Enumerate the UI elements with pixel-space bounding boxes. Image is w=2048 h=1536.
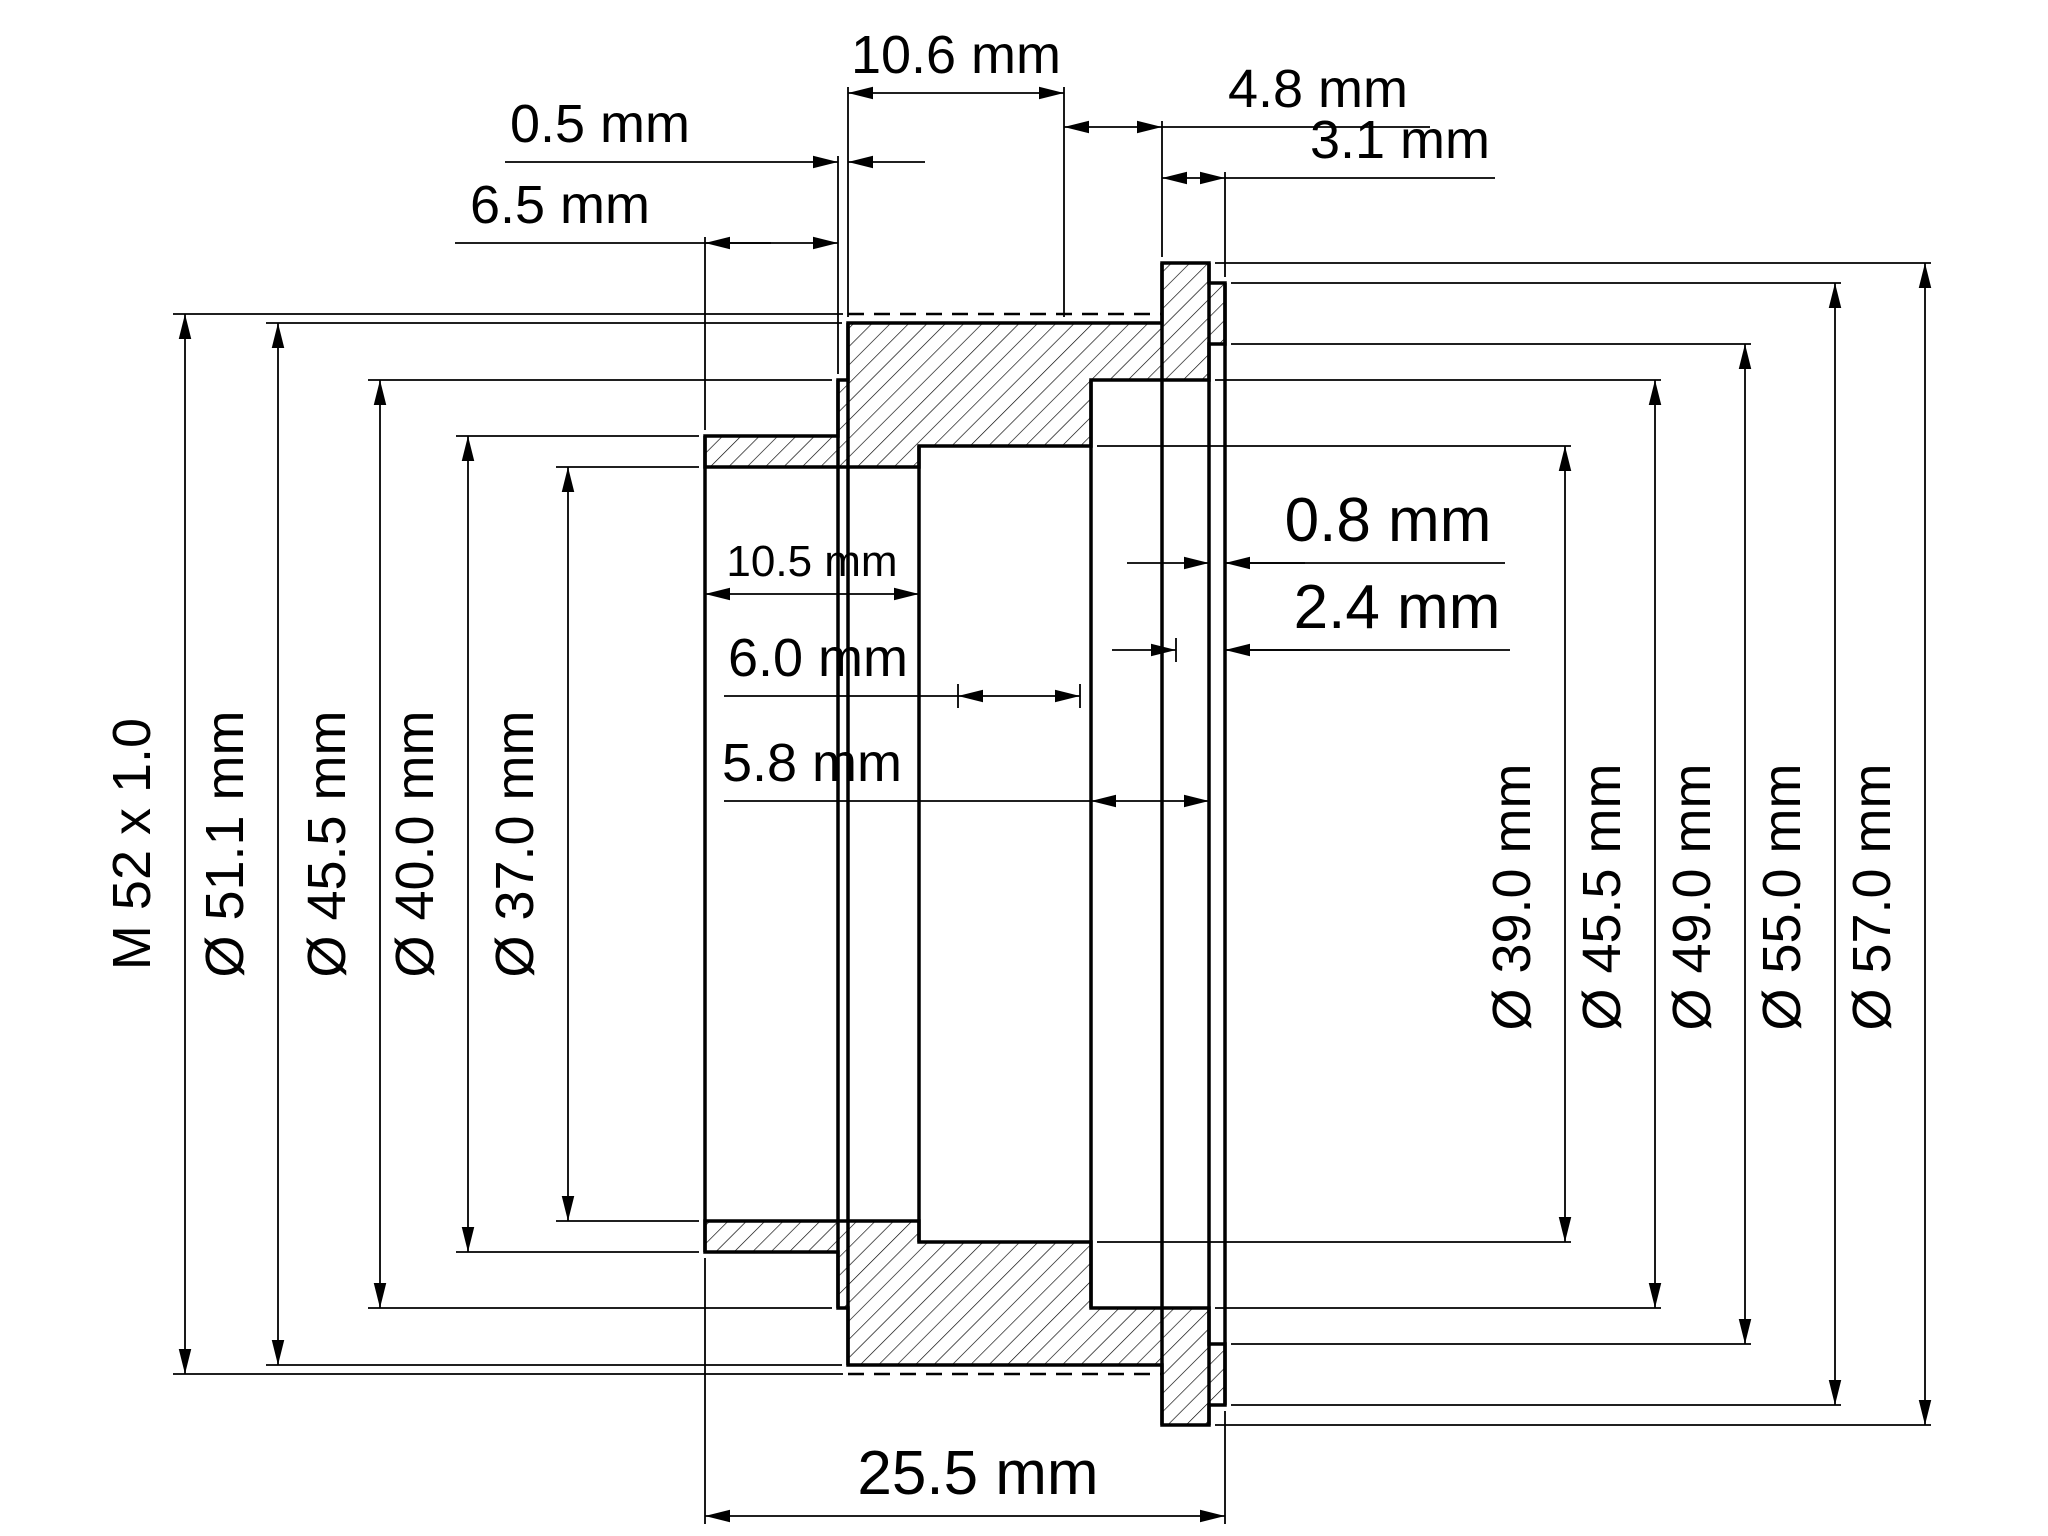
dim-label-thread-length: 10.6 mm: [851, 25, 1061, 85]
dim-label-relief-length: 4.8 mm: [1228, 59, 1408, 119]
dimension-inner-bore: Ø 39.0 mm: [1097, 445, 1572, 1243]
dimension-overall-length: 25.5 mm: [704, 1258, 1226, 1524]
part-section-lower: [703, 1219, 1227, 1427]
dim-label-lip-thickness: 0.8 mm: [1285, 486, 1492, 555]
dim-label-front-od: Ø 40.0 mm: [385, 710, 445, 977]
dimension-step-width: 0.5 mm: [505, 87, 925, 317]
dim-label-seat-depth: 6.0 mm: [728, 628, 908, 688]
dimension-counterbore-depth: 2.4 mm: [1112, 573, 1510, 662]
dim-label-flange-od: Ø 57.0 mm: [1842, 763, 1902, 1030]
dim-label-inner-bore: Ø 39.0 mm: [1482, 763, 1542, 1030]
dimension-recess-bore: Ø 45.5 mm: [1215, 379, 1662, 1309]
dimension-relief-length: 4.8 mm: [1064, 59, 1430, 257]
dim-label-step-od: Ø 45.5 mm: [297, 710, 357, 977]
dimension-thread-spec: M 52 x 1.0: [102, 313, 843, 1375]
dimension-front-od: Ø 40.0 mm: [385, 435, 699, 1253]
dimension-counterbore: Ø 49.0 mm: [1231, 343, 1752, 1345]
dimension-front-bore: Ø 37.0 mm: [485, 466, 699, 1222]
part-section-upper: [703, 261, 1227, 469]
dim-label-lip-od: Ø 55.0 mm: [1752, 763, 1812, 1030]
dim-label-thread-minor: Ø 51.1 mm: [195, 710, 255, 977]
dim-label-counterbore-depth: 2.4 mm: [1294, 573, 1501, 642]
dim-label-thread-spec: M 52 x 1.0: [102, 718, 162, 970]
dim-label-bore-depth: 10.5 mm: [726, 537, 897, 586]
dimension-flange-od: Ø 57.0 mm: [1215, 262, 1932, 1426]
dimension-lip-thickness: 0.8 mm: [1127, 486, 1505, 570]
dimension-bore-depth: 10.5 mm: [705, 537, 919, 601]
part-cross-section: [703, 261, 1227, 1427]
dim-label-step-width: 0.5 mm: [510, 94, 690, 154]
dimension-recess-depth: 5.8 mm: [722, 733, 1209, 808]
dimension-seat-depth: 6.0 mm: [724, 628, 1081, 708]
dim-label-recess-bore: Ø 45.5 mm: [1572, 763, 1632, 1030]
dimension-lip-od: Ø 55.0 mm: [1231, 282, 1842, 1406]
dimension-front-length: 6.5 mm: [455, 156, 839, 430]
dim-label-flange-thickness: 3.1 mm: [1310, 110, 1490, 170]
dimension-thread-length: 10.6 mm: [848, 25, 1065, 317]
dim-label-overall-length: 25.5 mm: [857, 1439, 1098, 1508]
dim-label-front-length: 6.5 mm: [470, 175, 650, 235]
dim-label-recess-depth: 5.8 mm: [722, 733, 902, 793]
dimension-flange-thickness: 3.1 mm: [1162, 110, 1495, 277]
dim-label-counterbore: Ø 49.0 mm: [1662, 763, 1722, 1030]
dim-label-front-bore: Ø 37.0 mm: [485, 710, 545, 977]
dimension-step-od: Ø 45.5 mm: [297, 379, 832, 1309]
dimension-thread-minor-diameter: Ø 51.1 mm: [195, 322, 842, 1366]
